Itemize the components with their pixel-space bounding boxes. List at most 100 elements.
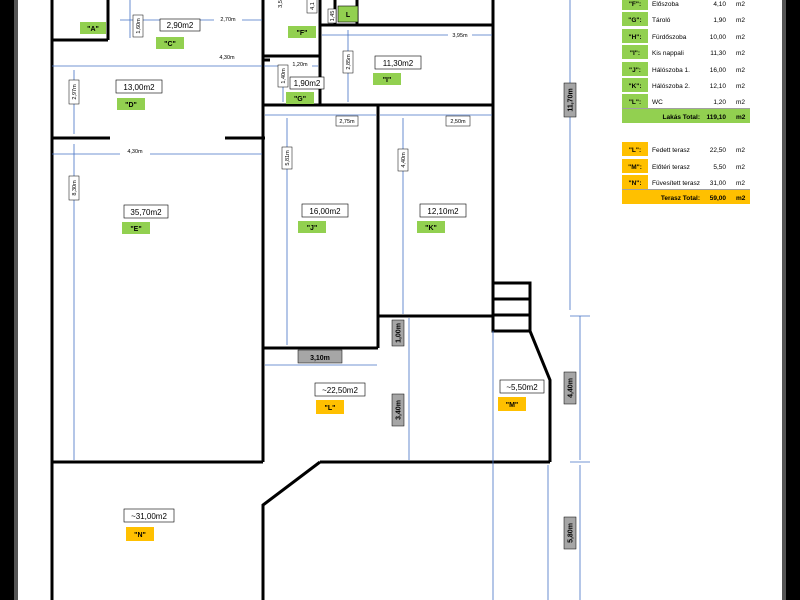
dim-label-d22: 11,70m [563, 82, 577, 118]
label-text: 1,00m [396, 323, 403, 343]
label-text: "F" [297, 30, 308, 37]
label-text: 3,5 [278, 0, 284, 8]
label-text: m2 [736, 114, 746, 121]
label-text: 11,70m [568, 88, 575, 111]
table-total: Lakás Total: 119,10 m2 [622, 109, 750, 123]
table-row-5: "K": Hálószoba 2. 12,10 m2 [622, 78, 745, 92]
label-text: 2,85m [346, 54, 352, 70]
label-text: m2 [736, 17, 745, 24]
label-text: 1,20 [713, 99, 726, 106]
label-text: 3,95m [452, 33, 468, 39]
label-text: "M": [628, 164, 642, 171]
label-text: "E" [130, 226, 141, 233]
dim-label-d18: 1,00m [391, 319, 405, 347]
room-K: 12,10m2 "K" [417, 203, 467, 233]
label-text: 5,50 [713, 164, 726, 171]
label-text: 4,1 [310, 2, 316, 10]
label-text: m2 [736, 34, 745, 41]
dim-label-d20: 4,40m [563, 371, 577, 405]
label-text: 1,90 [713, 17, 726, 24]
label-text: 13,00m2 [123, 83, 155, 92]
label-text: "A" [87, 26, 99, 33]
label-text: 4,30m [127, 149, 143, 155]
label-text: 4,40m [568, 378, 575, 398]
label-text: 16,00m2 [309, 207, 341, 216]
dim-label-d4: 2,75m [335, 115, 359, 127]
label-text: "H": [628, 34, 641, 41]
dim-label-d5: 2,50m [445, 115, 471, 127]
label-text: "D" [125, 102, 137, 109]
label-text: Füvesített terasz [652, 180, 700, 187]
dim-label-d24: 1,45 [327, 8, 337, 24]
label-text: "M" [506, 402, 518, 409]
dim-label-d2: 4,30m [212, 52, 242, 62]
dim-label-d3: 3,95m [448, 30, 472, 40]
terrace-row-1: "M": Előtéri terasz 5,50 m2 [622, 159, 745, 173]
dim-label-d17: 3,10m [297, 349, 343, 364]
dim-label-d23: 4,1 [306, 0, 318, 14]
label-text: Kis nappali [652, 50, 684, 57]
label-text: Lakás Total: [663, 114, 700, 121]
label-text: "G": [628, 17, 641, 24]
table-row-4: "J": Hálószoba 1. 16,00 m2 [622, 62, 745, 76]
room-A: "A" [80, 22, 106, 34]
label-text: "J": [629, 67, 641, 74]
label-text: "L" [325, 405, 336, 412]
dim-label-d14: 2,97m [68, 79, 80, 105]
floor-plan-page: 2,70m 4,30m 4,30m 3,95m 2,75m 2,50m 1,20… [18, 0, 782, 600]
label-text: 3,40m [396, 400, 403, 420]
table-row-6: "L": WC 1,20 m2 [622, 94, 745, 108]
label-text: 11,30m2 [383, 59, 414, 68]
label-text: 12,10m2 [427, 207, 459, 216]
label-text: 8,30m [72, 180, 78, 196]
label-text: Fedett terasz [652, 147, 690, 154]
label-text: 22,50 [710, 147, 727, 154]
label-text: 4,10 [713, 1, 726, 8]
dimension-labels: 2,70m 4,30m 4,30m 3,95m 2,75m 2,50m 1,20… [68, 0, 577, 550]
label-text: m2 [736, 180, 745, 187]
table-row-0: "F": Előszoba 4,10 m2 [622, 0, 745, 10]
label-text: "G" [294, 96, 306, 103]
table-row-3: "I": Kis nappali 11,30 m2 [622, 45, 745, 59]
label-text: 2,90m2 [167, 21, 194, 30]
label-text: 3,10m [310, 355, 330, 362]
dim-label-d16: 1,40m [277, 64, 289, 88]
room-L: ~22,50m2 "L" [314, 382, 366, 414]
label-text: ~22,50m2 [322, 386, 358, 395]
label-text: "J" [307, 225, 318, 232]
label-text: "I": [630, 50, 640, 57]
dim-label-d1: 2,70m [214, 14, 242, 24]
label-text: Fürdőszoba [652, 34, 687, 41]
label-text: "N": [628, 180, 641, 187]
dim-label-d15: 8,30m [68, 175, 80, 201]
label-text: m2 [736, 164, 745, 171]
dim-label-d6: 4,30m [120, 146, 150, 156]
table-row-1: "G": Tároló 1,90 m2 [622, 12, 745, 26]
label-text: 35,70m2 [130, 208, 162, 217]
label-text: Tároló [652, 17, 671, 24]
terrace-total: Terasz Total: 59,00 m2 [622, 190, 750, 204]
label-text: 11,30 [710, 50, 726, 57]
label-text: WC [652, 99, 663, 106]
label-text: ~31,00m2 [131, 512, 167, 521]
label-text: 2,75m [339, 119, 355, 125]
label-text: 1,60m [136, 18, 142, 34]
label-text: 1,45 [330, 11, 336, 22]
room-labels: "A" 2,90m2 "C" 13,00m2 "D" 35,70m2 "E" "… [80, 5, 545, 541]
label-text: m2 [736, 67, 745, 74]
dim-label-d25: 3,5 [276, 0, 284, 9]
label-text: "I" [383, 77, 392, 84]
dim-label-d19: 3,40m [391, 393, 405, 427]
label-text: 4,30m [219, 55, 235, 61]
label-text: m2 [736, 195, 746, 202]
room-N: ~31,00m2 "N" [123, 508, 175, 541]
label-text: Előszoba [652, 1, 679, 8]
label-text: 10,00 [710, 34, 727, 41]
dim-label-d7: 1,20m [288, 59, 312, 69]
room-G: 1,90m2 "G" [286, 76, 325, 104]
dim-label-d11: 4,40m [397, 148, 409, 172]
floor-plan-svg: 2,70m 4,30m 4,30m 3,95m 2,75m 2,50m 1,20… [50, 0, 750, 600]
label-text: 2,50m [450, 119, 466, 125]
label-text: 2,97m [72, 84, 78, 100]
room-M: ~5,50m2 "M" [498, 379, 545, 411]
